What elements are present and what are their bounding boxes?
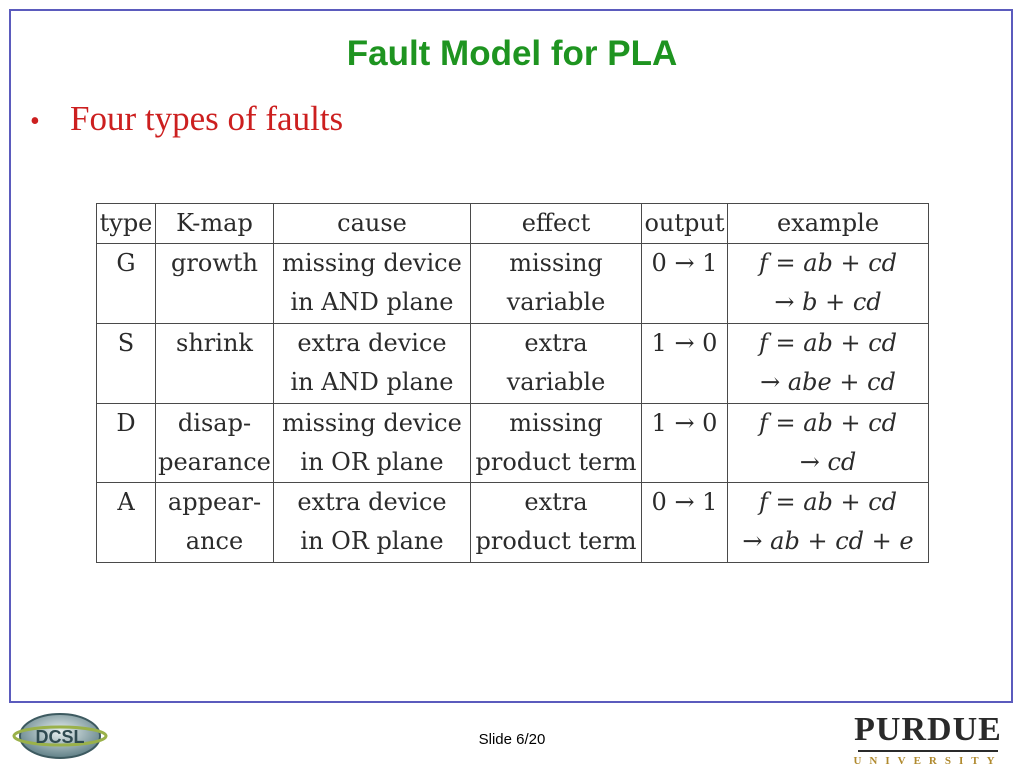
cell-kmap: disap-pearance xyxy=(155,402,274,484)
cell-type: G xyxy=(96,243,156,324)
cell-type: D xyxy=(96,402,156,484)
cell-type: S xyxy=(96,322,156,404)
header-example: example xyxy=(727,203,929,244)
cell-example: f = ab + cd→ cd xyxy=(727,402,929,484)
cell-kmap: shrink xyxy=(155,322,274,404)
bullet-text: Four types of faults xyxy=(70,99,344,138)
table-header-row: type K-map cause effect output example xyxy=(96,203,929,244)
header-type: type xyxy=(96,203,156,244)
cell-example: f = ab + cd→ b + cd xyxy=(727,243,929,324)
cell-output: 0 → 1 xyxy=(641,243,728,324)
slide-title: Fault Model for PLA xyxy=(346,34,678,73)
header-effect: effect xyxy=(470,203,642,244)
bullet-icon: • xyxy=(30,106,40,137)
cell-output: 1 → 0 xyxy=(641,402,728,484)
cell-kmap: growth xyxy=(155,243,274,324)
header-output: output xyxy=(641,203,728,244)
dcsl-logo-icon: DCSL xyxy=(12,713,108,759)
fault-table: type K-map cause effect output example G… xyxy=(96,203,929,563)
cell-output: 0 → 1 xyxy=(641,482,728,563)
purdue-logo: PURDUE UNIVERSITY xyxy=(852,712,1004,768)
slide-number: Slide 6/20 xyxy=(478,731,546,748)
slide-frame xyxy=(9,9,1013,703)
cell-example: f = ab + cd→ ab + cd + e xyxy=(727,482,929,563)
purdue-subtitle: UNIVERSITY xyxy=(853,755,1003,767)
svg-text:DCSL: DCSL xyxy=(36,727,85,747)
purdue-wordmark: PURDUE xyxy=(854,711,1002,748)
bullet-item: • Four types of faults xyxy=(30,99,343,139)
cell-output: 1 → 0 xyxy=(641,322,728,404)
cell-example: f = ab + cd→ abe + cd xyxy=(727,322,929,404)
cell-kmap: appear-ance xyxy=(155,482,274,563)
cell-type: A xyxy=(96,482,156,563)
header-kmap: K-map xyxy=(155,203,274,244)
header-cause: cause xyxy=(273,203,471,244)
